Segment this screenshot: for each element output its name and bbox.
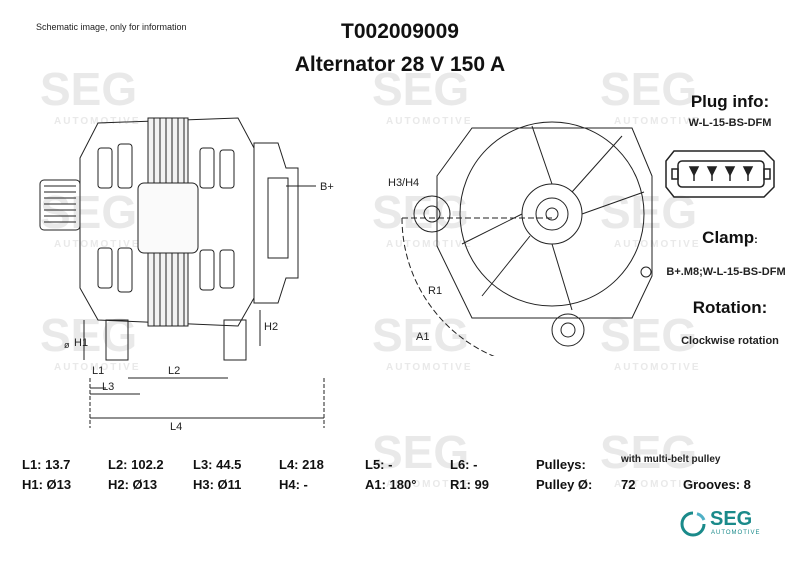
label-l2: L2 — [168, 365, 180, 377]
part-number: T002009009 — [341, 20, 459, 43]
pulley-diam-label: Pulley Ø: — [536, 477, 593, 492]
clamp-value: B+.M8;W-L-15-BS-DFM — [666, 266, 786, 278]
label-diameter-symbol: ø — [64, 340, 70, 350]
spec-r1: R1: 99 — [450, 477, 490, 492]
spec-l5: L5: - — [365, 457, 393, 472]
front-view-drawing: H3/H4 R1 A1 — [388, 121, 653, 356]
front-body-circle — [459, 121, 645, 307]
seg-logo: SEG AUTOMOTIVE — [680, 508, 790, 544]
spec-l4: L4: 218 — [279, 457, 324, 472]
label-b-plus: B+ — [320, 181, 334, 193]
spec-l3: L3: 44.5 — [193, 457, 242, 472]
watermark-logo: SEG AUTOMOTIVE — [372, 309, 473, 373]
seg-logo-mark-icon — [680, 511, 706, 537]
spec-h1: H1: Ø13 — [22, 477, 72, 492]
seg-logo-sub: AUTOMOTIVE — [711, 530, 761, 536]
label-h3-h4: H3/H4 — [388, 177, 419, 189]
label-h2: H2 — [264, 321, 278, 333]
rear-cover-shape — [253, 142, 299, 304]
spec-h4: H4: - — [279, 477, 308, 492]
label-l3: L3 — [102, 381, 114, 393]
watermark-logo: SEG AUTOMOTIVE — [40, 63, 141, 127]
angle-arc — [401, 217, 495, 356]
spec-a1: A1: 180° — [365, 477, 417, 492]
rotation-title: Rotation: — [692, 298, 768, 317]
connector-stud — [640, 266, 652, 278]
watermark-logo: SEG AUTOMOTIVE — [40, 309, 141, 373]
watermark-logo: SEG AUTOMOTIVE — [40, 186, 141, 250]
product-title: Alternator 28 V 150 A — [294, 53, 506, 76]
pulley-diam-value: 72 — [621, 477, 636, 492]
spec-h3: H3: Ø11 — [193, 477, 242, 492]
watermark-logo: SEG AUTOMOTIVE — [600, 186, 701, 250]
plug-connector-icon — [665, 150, 775, 198]
watermark-logo: SEG AUTOMOTIVE — [372, 63, 473, 127]
spec-h2: H2: Ø13 — [108, 477, 158, 492]
seg-logo-brand: SEG — [710, 508, 753, 530]
label-l1: L1 — [92, 365, 104, 377]
pulleys-label: Pulleys: — [536, 457, 586, 472]
mounting-ear-bottom — [551, 313, 585, 347]
watermark-logo: SEG AUTOMOTIVE — [600, 426, 701, 490]
watermark-logo: SEG AUTOMOTIVE — [600, 63, 701, 127]
spec-l2: L2: 102.2 — [108, 457, 164, 472]
mounting-ear-left — [413, 195, 451, 233]
grooves-value: Grooves: 8 — [683, 477, 751, 492]
label-l4: L4 — [170, 421, 182, 433]
plug-info-value: W-L-15-BS-DFM — [688, 117, 772, 129]
pulleys-value: with multi-belt pulley — [621, 454, 721, 465]
front-housing-shape — [436, 127, 653, 319]
watermark-logo: SEG AUTOMOTIVE — [372, 186, 473, 250]
rotation-value: Clockwise rotation — [681, 335, 779, 347]
label-h1: H1 — [74, 337, 88, 349]
clamp-title: Clamp — [702, 228, 755, 247]
label-a1: A1 — [416, 331, 429, 343]
watermark-logo: SEG AUTOMOTIVE — [372, 426, 473, 490]
label-r1: R1 — [428, 285, 442, 297]
clamp-colon: : — [754, 234, 758, 246]
clamp-heading: Clamp: — [660, 228, 800, 248]
plug-info-title: Plug info: — [690, 92, 770, 111]
disclaimer-note: Schematic image, only for information — [36, 22, 187, 32]
spec-l6: L6: - — [450, 457, 478, 472]
side-view-drawing: B+ H1 ø H2 L1 L2 L3 L4 — [39, 117, 334, 433]
spec-l1: L1: 13.7 — [22, 457, 71, 472]
